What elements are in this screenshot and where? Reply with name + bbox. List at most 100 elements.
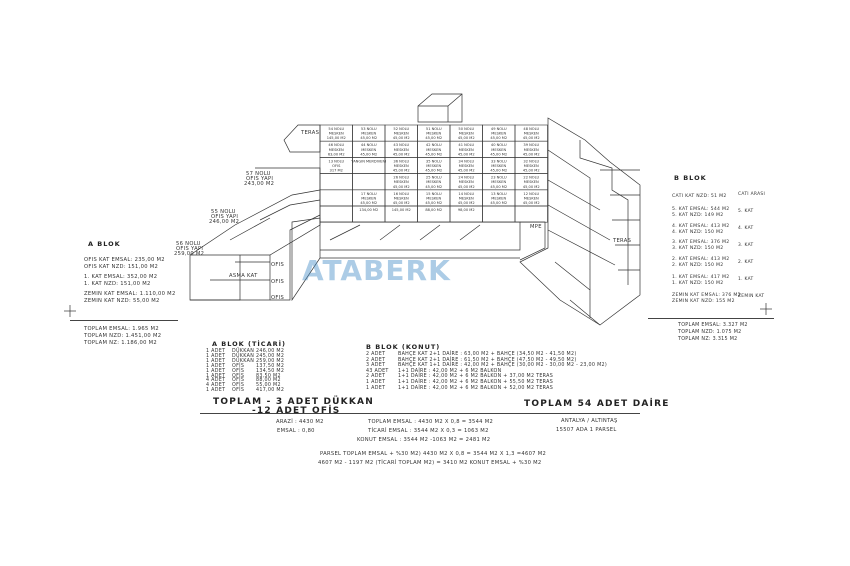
- apartment-cell-text: 45,00 M2: [458, 185, 475, 189]
- a-blok-side-line: 1. KAT EMSAL: 352,00 M2: [84, 274, 158, 280]
- total-far: TOPLAM EMSAL : 4430 M2 X 0,8 = 3544 M2: [368, 419, 494, 425]
- b-blok-floor-tag: ZEMIN KAT: [738, 294, 765, 299]
- apartment-cell-text: MESKEN: [394, 196, 409, 200]
- apartment-cell-text: 45,00 M2: [523, 169, 540, 173]
- apartment-cell-text: 26 NOLU: [393, 176, 409, 180]
- apartment-cell-text: 45,00 M2: [425, 152, 442, 156]
- apartment-cell-text: MESKEN: [459, 132, 474, 136]
- apartment-cell-text: 45,00 M2: [458, 136, 475, 140]
- a-blok-ticari-cell: OFİS: [232, 388, 245, 394]
- b-blok-floor-tag: 5. KAT: [738, 209, 754, 214]
- b-blok-side-line: 5. KAT NZD: 149 M2: [672, 213, 724, 218]
- apartment-cell-text: 88,00 M2: [425, 208, 442, 212]
- apartment-cell-text: 134,00 M2: [359, 208, 378, 212]
- parcel-total-line-1: PARSEL TOPLAM EMSAL + %30 M2) 4430 M2 X …: [320, 451, 547, 457]
- office-57-type: OFIS YAPI: [246, 176, 274, 182]
- apartment-cell-text: 45,00 M2: [393, 185, 410, 189]
- apartment-cell-text: MESKEN: [329, 132, 344, 136]
- apartment-cell-text: MESKEN: [426, 132, 441, 136]
- a-blok-ticari-cell: 134,50 M2: [256, 368, 285, 374]
- a-blok-ticari-cell: 1 ADET: [206, 353, 226, 359]
- apartment-cell-text: 54 NOLU: [328, 127, 344, 131]
- apartment-cell-text: 63,00 M2: [328, 152, 345, 156]
- b-blok-konut-cell: BAHÇE KAT 1+1 DAİRE : 42,00 M2 + BAHÇE (…: [398, 363, 608, 369]
- a-blok-ticari-cell: 245,00 M2: [256, 353, 285, 359]
- apartment-cell-text: 15 NOLU: [426, 192, 442, 196]
- b-blok-side-line: 3. KAT NZD: 150 M2: [672, 246, 724, 251]
- b-blok-floor-tag: 4. KAT: [738, 226, 754, 231]
- a-blok-ticari-title: A BLOK (TİCARİ): [212, 340, 287, 348]
- b-blok-konut-cell: 3 ADET: [366, 363, 386, 369]
- b-blok-side-line: 1. KAT NZD: 150 M2: [672, 281, 724, 286]
- apartment-cell-text: 22 NOLU: [523, 176, 539, 180]
- apartment-cell-text: 45,00 M2: [490, 201, 507, 205]
- b-blok-floor-tag: 1. KAT: [738, 277, 754, 282]
- apartment-cell-text: 145,00 M2: [392, 208, 411, 212]
- apartment-cell-text: 52 NOLU: [393, 127, 409, 131]
- summary-divider: [200, 413, 640, 414]
- mezzanine-label: ASMA KAT: [229, 273, 258, 279]
- apartment-cell-text: 51 NOLU: [426, 127, 442, 131]
- apartment-cell-text: MESKEN: [394, 132, 409, 136]
- residential-far: KONUT EMSAL : 3544 M2 -1063 M2 = 2481 M2: [357, 437, 491, 443]
- location-label: ANTALYA / ALTINTAŞ: [561, 418, 618, 424]
- apartment-cell-text: 45,00 M2: [490, 152, 507, 156]
- b-blok-side-line: 4. KAT EMSAL: 413 M2: [672, 224, 730, 229]
- b-blok-konut-cell: 1+1 DAİRE : 42,00 M2 + 6 M2 BALKON + 55,…: [398, 380, 554, 385]
- apartment-cell-text: MESKEN: [394, 148, 409, 152]
- parcel-total-line-2: 4607 M2 - 1197 M2 (TİCARİ TOPLAM M2) = 3…: [318, 460, 542, 466]
- a-blok-ticari-cell: 4 ADET: [206, 383, 226, 389]
- terrace-label-left: TERAS: [301, 130, 320, 136]
- b-blok-side-total: TOPLAM NZ: 3.315 M2: [678, 337, 738, 342]
- b-blok-side-line: 5. KAT EMSAL: 544 M2: [672, 207, 730, 212]
- a-blok-ticari-cell: 1 ADET: [206, 373, 226, 379]
- a-blok-ticari-cell: 1 ADET: [206, 368, 226, 374]
- b-blok-konut-cell: 43 ADET: [366, 368, 389, 374]
- apartment-cell-text: 98,00 M2: [458, 208, 475, 212]
- a-blok-side-line: ZEMIN KAT EMSAL: 1.110,00 M2: [84, 291, 176, 297]
- office-56-type: OFIS YAPI: [176, 246, 204, 252]
- a-blok-side-rule: [70, 320, 178, 321]
- apartment-cell-text: 53 NOLU: [361, 127, 377, 131]
- apartment-cell-text: 45,00 M2: [425, 136, 442, 140]
- office-56-label: 56 NOLU: [176, 241, 201, 247]
- apartment-cell: [352, 173, 386, 191]
- terrace-label-right: TERAS: [613, 238, 632, 244]
- apartment-cell-text: 45,00 M2: [458, 152, 475, 156]
- apartment-cell-text: MESKEN: [459, 148, 474, 152]
- b-blok-side-line: 2. KAT EMSAL: 413 M2: [672, 257, 730, 262]
- a-blok-ticari-cell: OFİS: [232, 383, 245, 389]
- b-blok-floor-tag: CATI ARASI: [738, 192, 766, 197]
- apartment-cell-text: 317 M2: [330, 169, 343, 173]
- a-blok-ticari-cell: 1 ADET: [206, 358, 226, 364]
- apartment-cell-text: 34 NOLU: [458, 159, 474, 163]
- apartment-cell-text: YANGIN MERDIVENI: [351, 159, 386, 163]
- commercial-far: TİCARİ EMSAL : 3544 M2 X 0,3 = 1063 M2: [368, 428, 489, 434]
- apartment-cell-text: 45,00 M2: [360, 152, 377, 156]
- apartment-cell-text: 45,00 M2: [393, 152, 410, 156]
- apartment-cell: [514, 205, 548, 223]
- b-blok-side-total: TOPLAM NZD: 1.075 M2: [678, 330, 742, 335]
- apartment-cell-text: 45,00 M2: [360, 136, 377, 140]
- a-blok-ticari-cell: 88,00 M2: [256, 378, 281, 384]
- a-blok-ticari-cell: 4 ADET: [206, 378, 226, 384]
- apartment-cell-text: 41 NOLU: [458, 143, 474, 147]
- a-blok-ticari-cell: OFİS: [232, 363, 245, 369]
- a-blok-side-line: 1. KAT NZD: 151,00 M2: [84, 281, 151, 287]
- a-blok-ticari-cell: OFİS: [232, 378, 245, 384]
- office-57-area: 243,00 M2: [244, 181, 275, 187]
- roof-structure: [417, 93, 463, 123]
- apartment-cell-text: MESKEN: [426, 180, 441, 184]
- apartment-cell-text: 12 NOLU: [523, 192, 539, 196]
- apartment-cell-text: 45,00 M2: [393, 136, 410, 140]
- a-blok-ticari-cell: DÜKKAN: [232, 353, 255, 359]
- b-blok-konut-cell: 1 ADET: [366, 380, 386, 385]
- b-blok-konut-cell: 2 ADET: [366, 374, 386, 380]
- apartment-cell-text: 39 NOLU: [523, 143, 539, 147]
- apartment-cell: [482, 205, 516, 223]
- apartment-cell-text: 45,00 M2: [360, 201, 377, 205]
- apartment-cell-text: MESKEN: [524, 164, 539, 168]
- b-blok-side-line: CATI KAT NZD: 51 M2: [672, 194, 727, 199]
- a-blok-side-total: TOPLAM NZ: 1.186,00 M2: [84, 340, 158, 346]
